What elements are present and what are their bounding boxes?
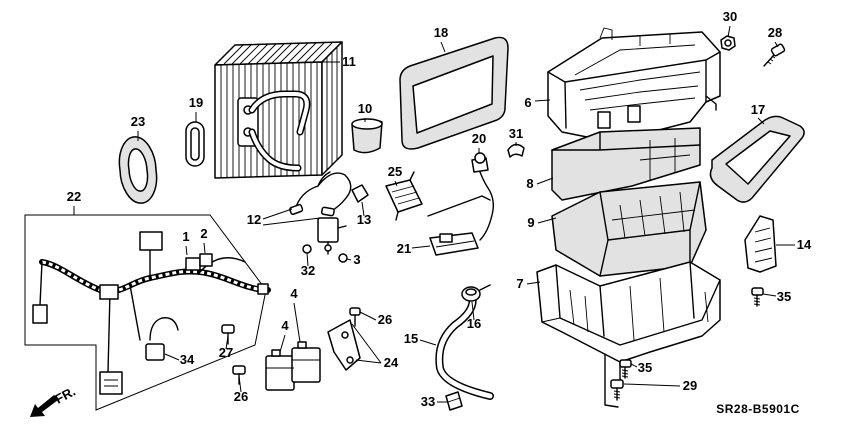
callout-9: 9	[527, 215, 534, 230]
lower-tray-case	[551, 181, 707, 277]
upper-case	[547, 27, 721, 143]
harness-clip	[385, 171, 423, 221]
evaporator-seal	[399, 36, 509, 150]
callout-4-b: 4	[281, 318, 289, 333]
grommet	[507, 143, 525, 158]
nut	[720, 35, 736, 51]
sensor-assembly	[289, 171, 352, 217]
callout-34: 34	[180, 352, 195, 367]
callout-17: 17	[751, 102, 765, 117]
callout-33: 33	[421, 394, 435, 409]
screw-35-right	[751, 287, 764, 307]
callout-7: 7	[516, 276, 523, 291]
callout-13: 13	[357, 212, 371, 227]
wire-harness	[24, 214, 271, 411]
callout-15: 15	[404, 331, 418, 346]
filter-seal	[709, 115, 805, 203]
callout-4-a: 4	[290, 286, 298, 301]
callout-1: 1	[182, 229, 189, 244]
sensor-holder	[351, 184, 369, 203]
callout-28: 28	[768, 25, 782, 40]
screw-35-lower	[619, 359, 632, 379]
o-ring-3	[338, 253, 348, 263]
callout-6: 6	[524, 95, 531, 110]
callout-29: 29	[683, 378, 697, 393]
front-label: FR.	[52, 384, 78, 407]
leader-lines	[73, 25, 795, 403]
callout-24: 24	[384, 355, 399, 370]
callout-23: 23	[131, 114, 145, 129]
diagram-code: SR28-B5901C	[716, 402, 800, 416]
packing-ring-large	[118, 136, 158, 204]
screw-29	[610, 379, 624, 401]
bolt-27	[221, 324, 235, 345]
callout-26-a: 26	[378, 312, 392, 327]
middle-case	[551, 127, 701, 201]
callout-21: 21	[397, 241, 411, 256]
callouts: 11 18 30 28 6 17 19 23 10 31 20 8 25 22 …	[67, 9, 812, 409]
callout-8: 8	[526, 176, 533, 191]
callout-32: 32	[301, 263, 315, 278]
case-housing	[536, 261, 721, 408]
front-arrow-icon	[30, 395, 58, 417]
relays	[265, 341, 321, 391]
callout-10: 10	[358, 101, 372, 116]
callout-30: 30	[723, 9, 737, 24]
tapping-screw-upper	[763, 43, 786, 67]
insulator-sleeve	[351, 118, 383, 154]
relay-bracket	[327, 319, 361, 371]
callout-25: 25	[388, 164, 402, 179]
bolt-26-upper	[349, 307, 361, 327]
thermostat	[427, 152, 495, 256]
callout-20: 20	[472, 131, 486, 146]
callout-14: 14	[797, 237, 812, 252]
hose-clip	[445, 391, 463, 411]
callout-11: 11	[342, 54, 356, 69]
callout-2: 2	[200, 226, 207, 241]
drain-grommet	[461, 284, 491, 302]
callout-22: 22	[67, 189, 81, 204]
callout-26-b: 26	[234, 389, 248, 404]
callout-19: 19	[189, 95, 203, 110]
packing-ring-small	[185, 121, 205, 167]
callout-35-a: 35	[777, 289, 791, 304]
callout-12: 12	[247, 212, 261, 227]
o-ring-32	[302, 244, 312, 254]
callout-18: 18	[434, 25, 448, 40]
harness-connector	[145, 317, 179, 361]
callout-3: 3	[353, 252, 360, 267]
callout-16: 16	[467, 316, 481, 331]
evaporator-core	[214, 41, 343, 179]
callout-27: 27	[219, 345, 233, 360]
expansion-valve	[317, 217, 347, 255]
bolt-26-lower	[232, 365, 246, 385]
callout-35-b: 35	[638, 360, 652, 375]
mounting-bracket	[744, 215, 777, 273]
drain-hose	[435, 292, 494, 400]
callout-31: 31	[509, 126, 523, 141]
